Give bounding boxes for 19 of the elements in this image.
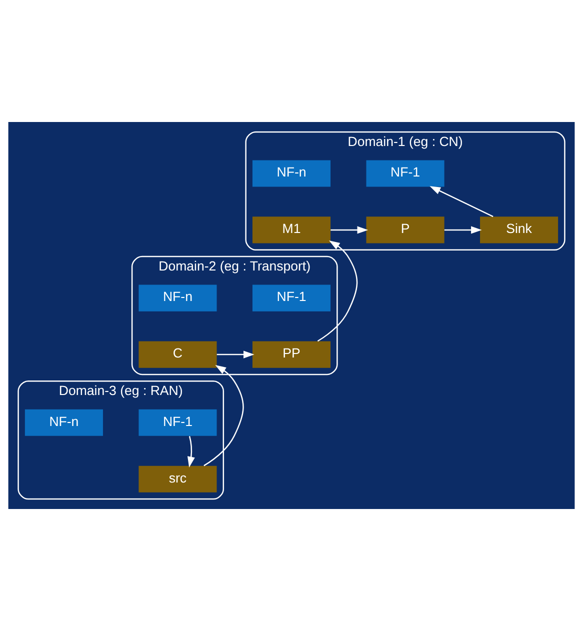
node-box: NF-1 <box>252 284 331 312</box>
node-box: NF-1 <box>138 409 217 436</box>
arrow <box>317 240 358 342</box>
arrow <box>216 350 254 358</box>
arrow <box>430 186 494 218</box>
node-box: C <box>138 341 217 368</box>
node-box: NF-n <box>138 284 217 312</box>
node-box: M1 <box>252 216 331 244</box>
arrow <box>444 226 482 234</box>
node-box: P <box>366 216 444 244</box>
node-box: NF-1 <box>366 160 444 187</box>
node-box: src <box>138 466 217 492</box>
arrow <box>187 436 195 468</box>
node-box: Sink <box>480 216 558 244</box>
arrow <box>330 226 368 234</box>
arrow <box>204 365 244 466</box>
node-box: NF-n <box>252 160 331 187</box>
node-box: PP <box>252 341 331 368</box>
node-box: NF-n <box>24 409 103 436</box>
